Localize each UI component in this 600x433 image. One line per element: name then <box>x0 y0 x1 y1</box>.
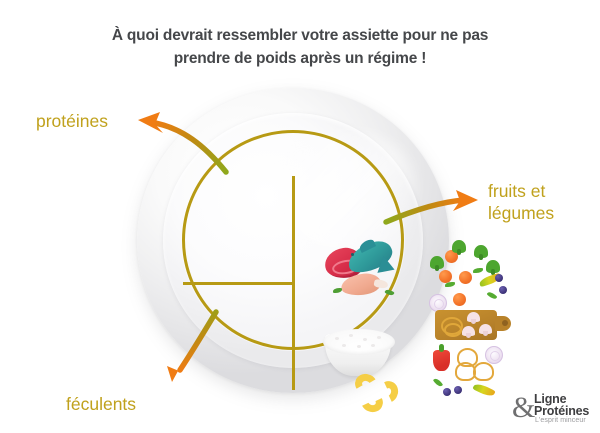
horizontal-divider <box>183 282 295 285</box>
broccoli-icon <box>430 256 444 271</box>
section-proteines <box>319 236 427 320</box>
title-line-1: À quoi devrait ressembler votre assiette… <box>111 27 489 44</box>
section-fruits-et-legumes <box>429 238 539 423</box>
logo-ampersand: & <box>512 391 536 424</box>
cauliflower-icon <box>473 362 494 381</box>
onion-slice-icon <box>485 346 503 364</box>
page-title: À quoi devrait ressembler votre assiette… <box>50 24 550 71</box>
garnish-leaf-icon <box>384 288 395 297</box>
broccoli-icon <box>474 245 488 260</box>
title-line-2: prendre de poids après un régime ! <box>173 50 427 68</box>
cutting-board-handle-icon <box>495 316 511 331</box>
tomato-icon <box>439 270 452 283</box>
bell-pepper-icon <box>433 344 450 371</box>
rice-icon <box>323 329 395 355</box>
broccoli-icon <box>486 260 500 275</box>
herb-icon <box>486 290 498 301</box>
tomato-icon <box>459 271 472 284</box>
garnish-leaf-icon <box>333 288 342 293</box>
herb-icon <box>473 268 483 273</box>
logo-line-1: Ligne <box>534 392 567 406</box>
label-fruits-legumes: fruits et légumes <box>488 181 555 224</box>
mushroom-icon <box>467 312 480 324</box>
swirl-icon <box>444 323 462 337</box>
plate-illustration <box>137 88 511 416</box>
brand-logo[interactable]: & Ligne Protéines L'esprit minceur <box>512 391 594 427</box>
blueberry-icon <box>495 274 503 282</box>
mushroom-icon <box>462 326 475 338</box>
label-proteines: protéines <box>36 111 108 131</box>
tomato-icon <box>453 293 466 306</box>
blueberry-icon <box>499 286 507 294</box>
herb-icon <box>432 377 444 388</box>
chili-pepper-icon <box>472 381 496 399</box>
onion-slice-icon <box>429 294 447 312</box>
herb-icon <box>445 282 455 287</box>
blueberry-icon <box>454 386 462 394</box>
broccoli-icon <box>452 240 466 255</box>
logo-tagline: L'esprit minceur <box>535 417 586 424</box>
fish-eye-icon <box>351 253 354 256</box>
label-feculents: féculents <box>66 394 137 414</box>
blueberry-icon <box>443 388 451 396</box>
logo-line-2: Protéines <box>534 404 590 418</box>
section-feculents <box>317 328 427 418</box>
tomato-icon <box>445 250 458 263</box>
mushroom-icon <box>479 324 492 336</box>
